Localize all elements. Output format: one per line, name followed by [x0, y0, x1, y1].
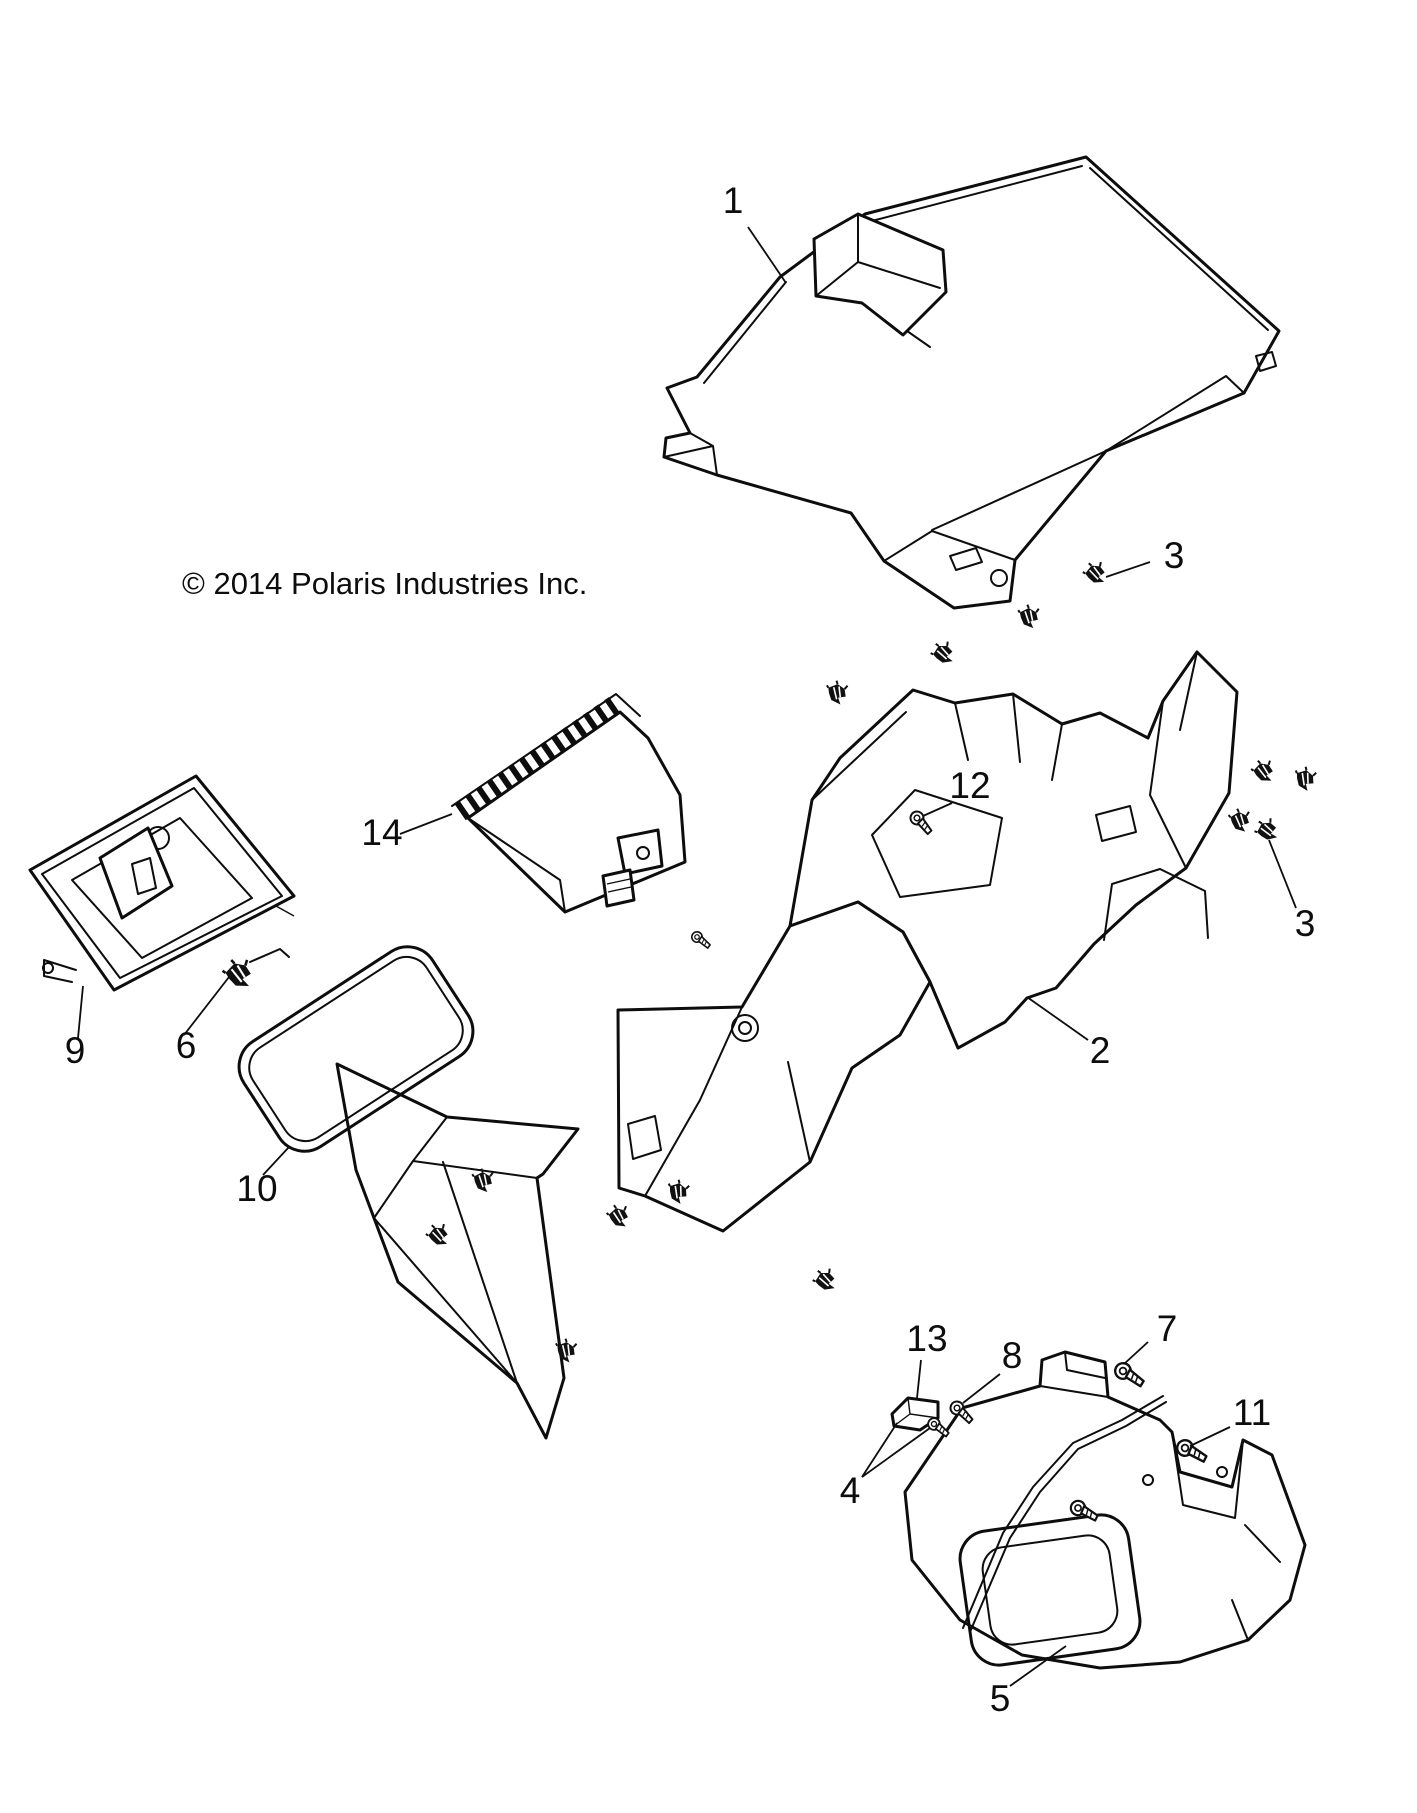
glovebox-latch [98, 826, 174, 920]
push-clip-icon [1014, 602, 1042, 630]
leader-line [916, 1359, 922, 1399]
leader-line [1268, 839, 1297, 909]
callout-label-6: 6 [176, 1025, 197, 1066]
leader-line [1189, 1426, 1231, 1447]
dash-panel-part [616, 650, 1239, 1233]
storage-box-part [903, 1350, 1307, 1670]
callout-label-10: 10 [236, 1168, 277, 1209]
hood-scoop [812, 212, 948, 337]
callout-label-12: 12 [949, 765, 990, 806]
push-clip-icon [219, 955, 255, 992]
callout-label-3: 3 [1295, 903, 1316, 944]
vented-tray-part [451, 693, 687, 914]
screw-icon [689, 929, 714, 950]
latch-clip-wire [249, 948, 290, 963]
callout-label-14: 14 [361, 812, 402, 853]
leader-line [1009, 1645, 1067, 1687]
callout-label-3: 3 [1164, 535, 1185, 576]
screw-icon [1111, 1359, 1149, 1388]
callout-label-4: 4 [840, 1470, 861, 1511]
leader-line [922, 802, 953, 817]
leader-line [861, 1422, 898, 1478]
callout-label-2: 2 [1090, 1030, 1111, 1071]
tray-connector [601, 868, 636, 908]
leader-line [1026, 996, 1089, 1041]
dash-lower-leg [616, 900, 932, 1233]
leader-line [962, 1373, 1001, 1404]
push-clip-icon [927, 638, 957, 669]
push-clip-icon [1289, 763, 1319, 793]
leader-line [1105, 561, 1151, 578]
push-clip-icon [809, 1265, 839, 1296]
callout-label-11: 11 [1233, 1392, 1271, 1433]
leader-line [262, 1146, 290, 1176]
push-clip-icon [1226, 807, 1252, 833]
leader-line [861, 1427, 931, 1478]
push-clip-icon [1250, 814, 1281, 846]
callout-label-13: 13 [906, 1318, 947, 1359]
leader-line [399, 813, 453, 835]
glovebox-seal-part [237, 945, 475, 1153]
push-clip-icon [1080, 558, 1108, 588]
hood-cover-part [662, 155, 1281, 610]
push-clip-icon [1248, 757, 1276, 785]
push-clip-icon [604, 1203, 630, 1229]
tray-mount-tab [616, 828, 664, 876]
callout-label-1: 1 [723, 180, 744, 221]
leader-line [1123, 1341, 1149, 1365]
copyright-text: © 2014 Polaris Industries Inc. [182, 566, 587, 601]
glovebox-door-part [28, 774, 296, 992]
steering-column-cover-part [335, 1062, 580, 1440]
callout-label-8: 8 [1002, 1335, 1023, 1376]
push-clip-icon [822, 677, 851, 707]
leader-line [77, 985, 84, 1039]
callout-label-7: 7 [1157, 1308, 1178, 1349]
leader-line [747, 226, 787, 284]
leader-line [183, 976, 230, 1036]
callout-label-9: 9 [65, 1030, 86, 1071]
screw-icon [1174, 1437, 1211, 1464]
callout-label-5: 5 [990, 1678, 1011, 1719]
